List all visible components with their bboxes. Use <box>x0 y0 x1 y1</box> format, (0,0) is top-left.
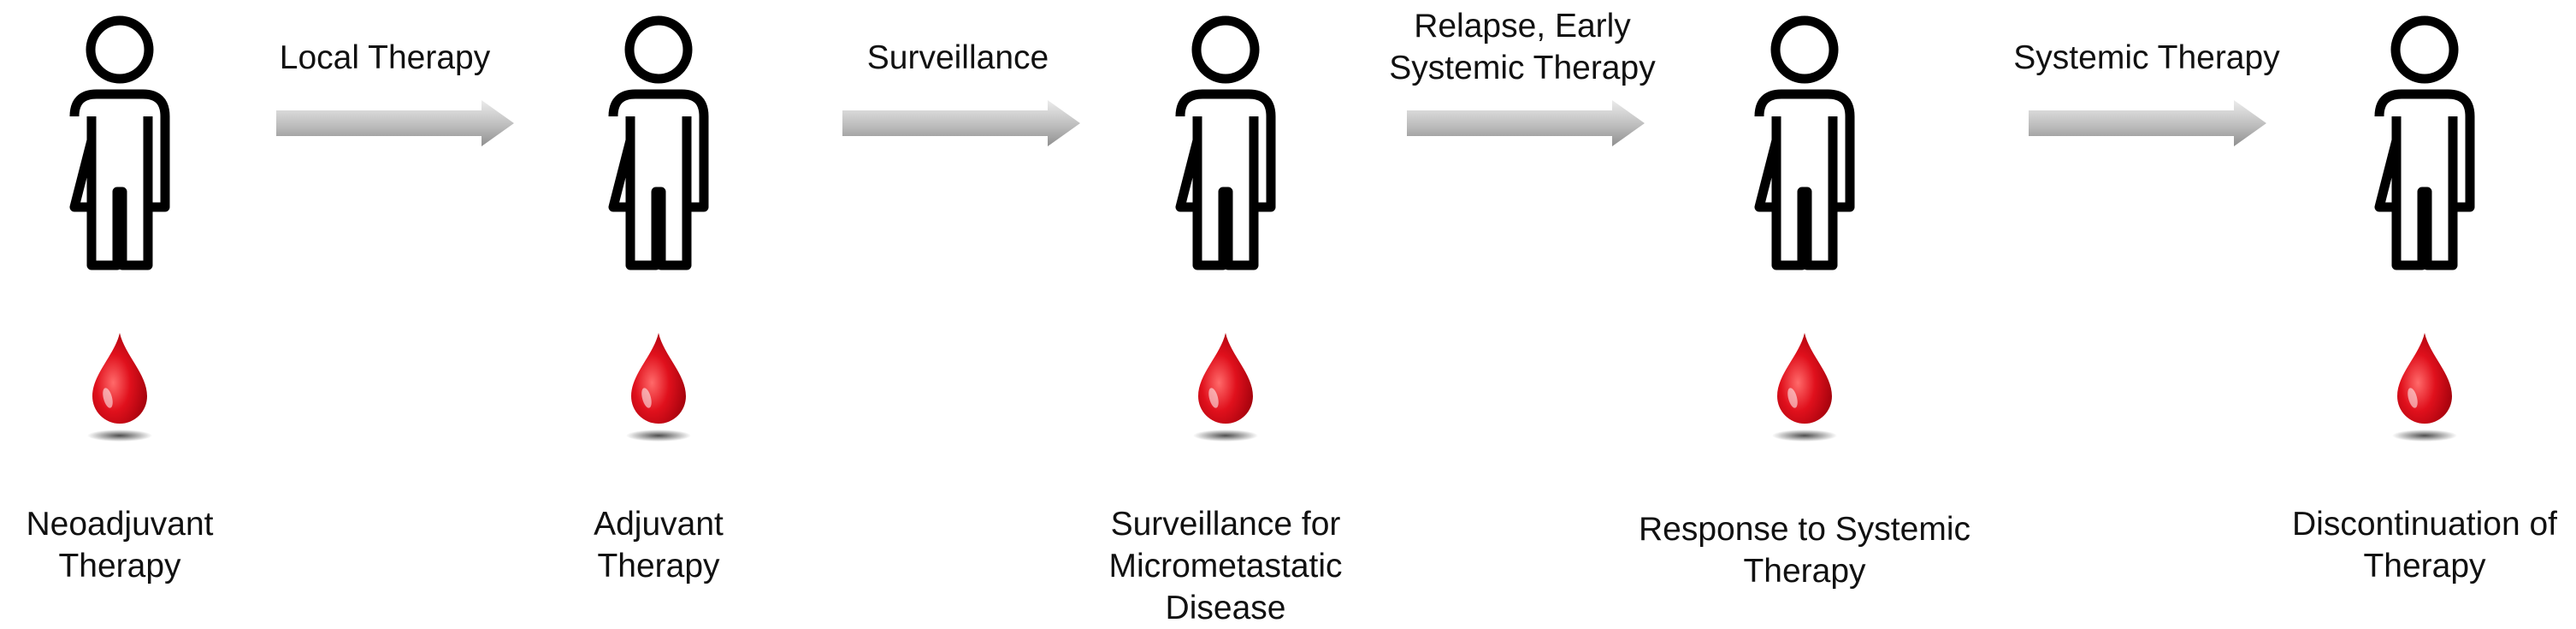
person-outline-icon <box>608 15 709 270</box>
stage-adjuvant: Adjuvant Therapy <box>479 0 838 600</box>
blood-drop-icon <box>626 333 691 442</box>
stage-label: Neoadjuvant Therapy <box>26 506 214 584</box>
stage-neoadjuvant: Neoadjuvant Therapy <box>0 0 299 600</box>
right-arrow-icon <box>276 100 514 146</box>
stage-label: Surveillance for Micrometastatic Disease <box>1108 506 1343 626</box>
person-outline-icon <box>2374 15 2475 270</box>
transition-label: Local Therapy <box>279 39 491 76</box>
transition-label: Systemic Therapy <box>2013 39 2280 76</box>
blood-drop-icon <box>2392 333 2457 442</box>
stage-response: Response to Systemic Therapy <box>1625 0 1984 600</box>
blood-drop-icon <box>1772 333 1837 442</box>
stage-discontinuation: Discontinuation of Therapy <box>2245 0 2576 600</box>
blood-drop-icon <box>87 333 152 442</box>
person-outline-icon <box>1754 15 1855 270</box>
person-outline-icon <box>69 15 170 270</box>
stage-label: Response to Systemic Therapy <box>1638 511 1970 590</box>
stage-label: Adjuvant Therapy <box>594 506 724 584</box>
right-arrow-icon <box>1407 100 1645 146</box>
person-outline-icon <box>1175 15 1276 270</box>
right-arrow-icon <box>2029 100 2266 146</box>
stage-label: Discontinuation of Therapy <box>2291 506 2558 584</box>
stage-surveillance: Surveillance for Micrometastatic Disease <box>1046 0 1405 626</box>
transition-label: Relapse, Early Systemic Therapy <box>1389 8 1656 86</box>
right-arrow-icon <box>842 100 1080 146</box>
blood-drop-icon <box>1193 333 1258 442</box>
transition-label: Surveillance <box>866 39 1049 76</box>
